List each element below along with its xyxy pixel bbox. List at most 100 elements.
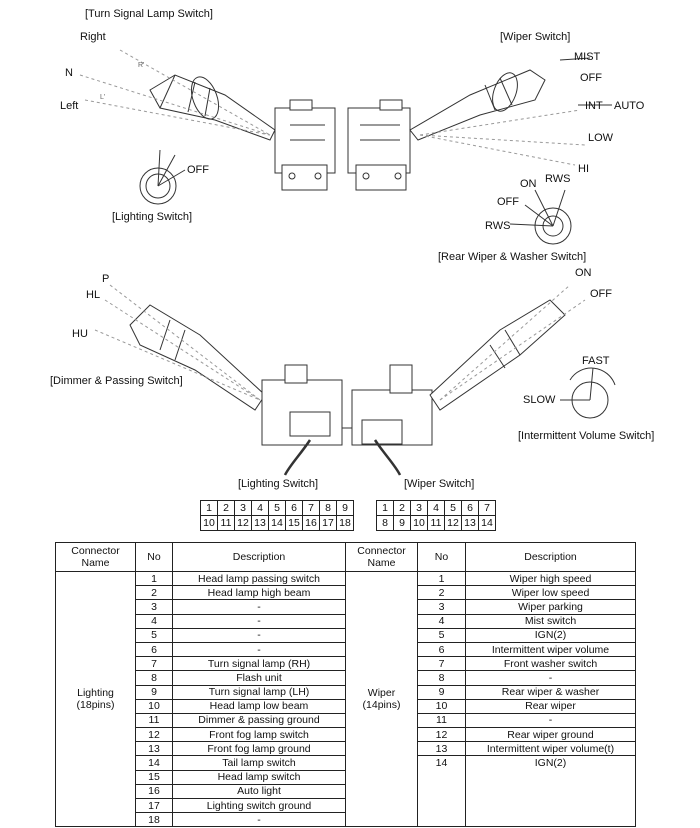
lighting-switch-title: [Lighting Switch] — [112, 211, 193, 223]
pin-cell: 13 — [461, 515, 479, 531]
lighting-off-label: OFF — [187, 164, 209, 176]
wiper-pin-description: Rear wiper — [465, 698, 636, 714]
pin-cell: 2 — [393, 500, 411, 516]
wiper-pin-description: IGN(2) — [465, 755, 636, 771]
pin-cell: 6 — [285, 500, 303, 516]
wiper-pin-no: 3 — [417, 599, 466, 615]
wiper-pin-no: 4 — [417, 613, 466, 629]
int-slow-label: SLOW — [523, 394, 556, 406]
pin-cell: 10 — [410, 515, 428, 531]
lighting-pin-no: 10 — [135, 698, 173, 714]
intermittent-title: [Intermittent Volume Switch] — [518, 430, 655, 442]
wiper-auto-label: AUTO — [614, 100, 645, 112]
header-no: No — [417, 542, 466, 572]
lighting-pin-description: Turn signal lamp (LH) — [172, 684, 346, 700]
lighting-pin-description: - — [172, 641, 346, 658]
rear-rws-top-label: RWS — [545, 173, 571, 185]
int-on-label: ON — [575, 267, 592, 279]
wiper-pin-description: Intermittent wiper volume(t) — [465, 741, 636, 757]
wiper-pin-row-1: 1 2 3 4 5 6 7 — [376, 500, 496, 516]
pin-cell: 11 — [217, 515, 235, 531]
turn-l-marker: L' — [100, 94, 106, 101]
rear-wiper-knob — [509, 189, 572, 245]
wiper-connector-name: Wiper (14pins) — [345, 570, 418, 828]
int-fast-label: FAST — [582, 355, 610, 367]
switch-illustration — [79, 49, 616, 476]
pin-cell: 17 — [319, 515, 337, 531]
pin-cell: 18 — [336, 515, 354, 531]
header-description: Description — [172, 542, 346, 572]
wiper-pin-description: Front washer switch — [465, 656, 636, 672]
int-off-label: OFF — [590, 288, 612, 300]
wiper-pin-no: 10 — [417, 698, 466, 714]
pin-cell: 12 — [234, 515, 252, 531]
wiper-pin-description — [465, 798, 636, 813]
wiper-pin-no: 5 — [417, 627, 466, 643]
wiper-mist-label: MIST — [574, 51, 601, 63]
turn-n-label: N — [65, 67, 73, 79]
lighting-pin-description: Front fog lamp switch — [172, 727, 346, 743]
pin-cell: 4 — [251, 500, 269, 516]
lighting-pin-no: 3 — [135, 599, 173, 615]
pin-cell: 14 — [268, 515, 286, 531]
pin-cell: 13 — [251, 515, 269, 531]
pin-cell: 2 — [217, 500, 235, 516]
wiper-off-label: OFF — [580, 72, 602, 84]
lighting-knob — [139, 149, 186, 205]
wiper-stalk — [409, 57, 612, 166]
dimmer-hl-label: HL — [86, 289, 101, 301]
lighting-connector-name: Lighting (18pins) — [55, 570, 136, 828]
pin-cell: 1 — [200, 500, 218, 516]
lighting-pin-no: 14 — [135, 755, 173, 771]
wiper-pin-table: 1 2 3 4 5 6 7 8 9 10 11 12 13 14 — [376, 500, 496, 531]
lighting-pin-no: 17 — [135, 797, 173, 814]
wiper-pin-no: 2 — [417, 585, 466, 601]
pin-cell: 7 — [302, 500, 320, 516]
pin-cell: 9 — [336, 500, 354, 516]
lighting-pin-no: 15 — [135, 769, 173, 785]
wiper-pin-no — [417, 784, 466, 799]
lighting-pin-description: Auto light — [172, 783, 346, 800]
wiper-switch-title: [Wiper Switch] — [500, 31, 571, 43]
lighting-pin-description: - — [172, 599, 346, 615]
wiper-pin-no: 13 — [417, 741, 466, 757]
wiper-pin-description — [465, 812, 636, 828]
lighting-pin-description: - — [172, 627, 346, 643]
lighting-pin-no: 8 — [135, 670, 173, 686]
lighting-pin-description: Dimmer & passing ground — [172, 712, 346, 729]
pin-cell: 9 — [393, 515, 411, 531]
lighting-leader-arrow — [283, 439, 312, 476]
connector-table: Connector Name No Description Connector … — [55, 542, 636, 828]
pin-cell: 7 — [478, 500, 496, 516]
turn-signal-title: [Turn Signal Lamp Switch] — [85, 8, 213, 20]
lighting-pin-no: 1 — [135, 570, 173, 587]
turn-left-label: Left — [60, 100, 79, 112]
wiper-pin-no — [417, 770, 466, 785]
lighting-pin-description: Flash unit — [172, 670, 346, 686]
lighting-pin-no: 2 — [135, 585, 173, 601]
header-connector-name: Connector Name — [55, 542, 136, 572]
pin-cell: 12 — [444, 515, 462, 531]
pin-cell: 11 — [427, 515, 445, 531]
lighting-pin-description: Head lamp high beam — [172, 585, 346, 601]
wiper-pin-no: 14 — [417, 755, 466, 771]
lighting-pin-no: 5 — [135, 627, 173, 643]
wiper-int-label: INT — [585, 100, 603, 112]
lighting-pin-description: Tail lamp switch — [172, 755, 346, 771]
wiper-pin-no: 8 — [417, 670, 466, 686]
wiper-pin-no — [417, 812, 466, 828]
lighting-pin-row-1: 1 2 3 4 5 6 7 8 9 — [200, 500, 354, 516]
wiper-low-label: LOW — [588, 132, 614, 144]
pin-cell: 16 — [302, 515, 320, 531]
wiper-pin-no — [417, 798, 466, 813]
wiper-pin-description: Wiper high speed — [465, 570, 636, 587]
rear-off-label: OFF — [497, 196, 519, 208]
wiper-pin-description: Rear wiper ground — [465, 727, 636, 743]
left-switch-housing — [274, 99, 336, 191]
